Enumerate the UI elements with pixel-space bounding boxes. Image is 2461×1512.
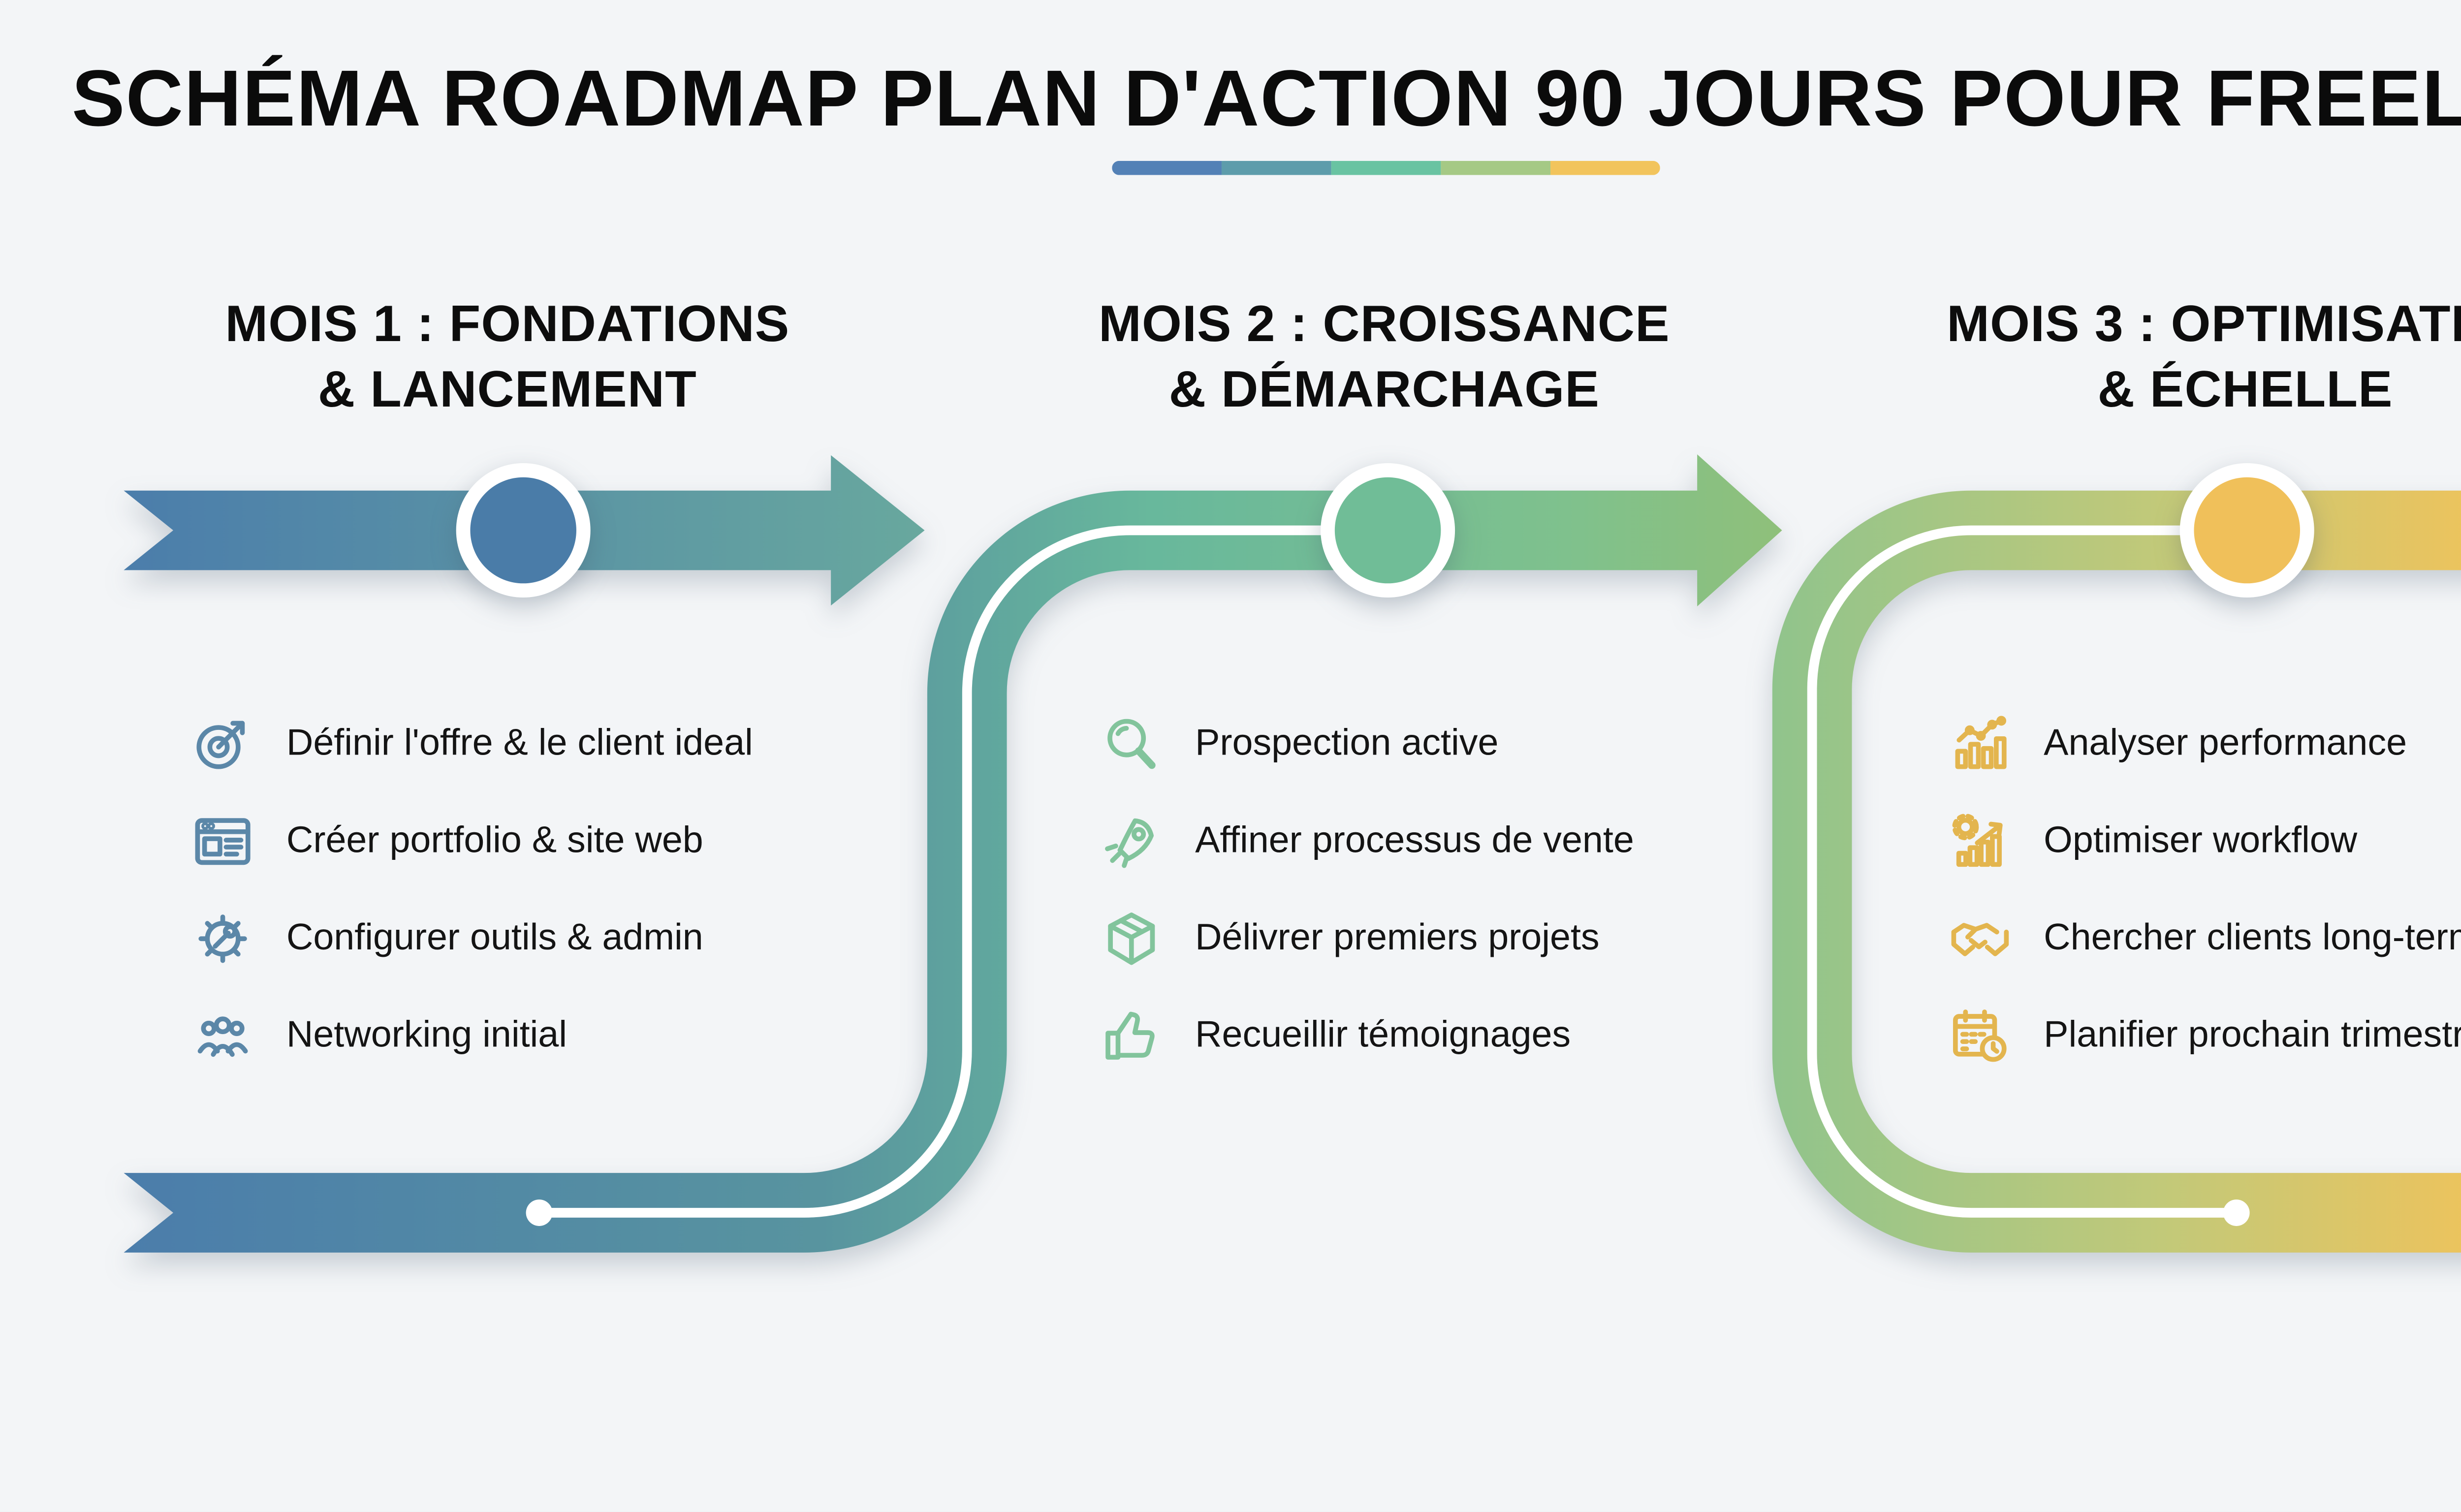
month1-node-circle (456, 463, 591, 598)
month1-task-list: Définir l'offre & le client ideal Créer … (188, 705, 1036, 1094)
task-label: Networking initial (286, 1014, 568, 1056)
title-divider (1112, 160, 1660, 175)
task-label: Délivrer premiers projets (1195, 917, 1600, 958)
task-label: Configurer outils & admin (286, 917, 703, 958)
list-item: Networking initial (188, 997, 1036, 1075)
task-label: Définir l'offre & le client ideal (286, 723, 753, 764)
month2-heading-line1: MOIS 2 : CROISSANCE (1099, 297, 1670, 354)
magnifier-icon (1096, 709, 1167, 780)
list-item: Chercher clients long-terme (1945, 900, 2461, 977)
divider-segment-teal (1221, 160, 1331, 175)
divider-segment-yellow (1550, 160, 1660, 175)
bar-chart-trend-icon (1945, 709, 2016, 780)
people-network-icon (188, 1001, 258, 1071)
list-item: Créer portfolio & site web (188, 803, 1036, 881)
month2-route-line (539, 525, 1388, 1218)
list-item: Délivrer premiers projets (1096, 900, 1945, 977)
month1-heading-line2: & LANCEMENT (317, 362, 697, 419)
month3-heading: MOIS 3 : OPTIMISATION & ÉCHELLE (1786, 293, 2461, 424)
month1-heading: MOIS 1 : FONDATIONS & LANCEMENT (48, 293, 967, 424)
task-label: Affiner processus de vente (1195, 820, 1634, 861)
month3-node-circle (2179, 463, 2314, 598)
page-title: SCHÉMA ROADMAP PLAN D'ACTION 90 JOURS PO… (71, 53, 2461, 143)
month3-route-end-dot (2223, 1199, 2250, 1226)
list-item: Analyser performance (1945, 705, 2461, 783)
list-item: Affiner processus de vente (1096, 803, 1945, 881)
month3-arrow-ribbon (1772, 490, 2461, 1253)
calendar-clock-icon (1945, 1001, 2016, 1071)
list-item: Définir l'offre & le client ideal (188, 705, 1036, 783)
list-item: Planifier prochain trimestre (1945, 997, 2461, 1075)
gear-wrench-icon (188, 903, 258, 974)
month2-task-list: Prospection active Affiner processus de … (1096, 705, 1945, 1094)
month2-heading-line2: & DÉMARCHAGE (1168, 362, 1600, 419)
handshake-icon (1945, 903, 2016, 974)
list-item: Prospection active (1096, 705, 1945, 783)
task-label: Analyser performance (2044, 723, 2407, 764)
month2-route-start-dot (526, 1199, 553, 1226)
browser-portfolio-icon (188, 806, 258, 877)
month2-node-circle (1321, 463, 1455, 598)
month3-task-list: Analyser performance Optimiser workflow … (1945, 705, 2461, 1094)
target-icon (188, 709, 258, 780)
task-label: Recueillir témoignages (1195, 1014, 1571, 1056)
task-label: Prospection active (1195, 723, 1499, 764)
list-item: Recueillir témoignages (1096, 997, 1945, 1075)
thumbs-up-icon (1096, 1001, 1167, 1071)
divider-segment-blue (1112, 160, 1222, 175)
month2-arrow-ribbon (124, 454, 1782, 1253)
rocket-icon (1096, 806, 1167, 877)
workflow-optimize-icon (1945, 806, 2016, 877)
task-label: Optimiser workflow (2044, 820, 2358, 861)
task-label: Créer portfolio & site web (286, 820, 703, 861)
package-icon (1096, 903, 1167, 974)
month3-heading-line2: & ÉCHELLE (2097, 362, 2393, 419)
list-item: Configurer outils & admin (188, 900, 1036, 977)
divider-segment-lime (1441, 160, 1551, 175)
month3-heading-line1: MOIS 3 : OPTIMISATION (1947, 297, 2461, 354)
month3-route-line (1807, 525, 2247, 1218)
list-item: Optimiser workflow (1945, 803, 2461, 881)
task-label: Planifier prochain trimestre (2044, 1014, 2461, 1056)
month1-heading-line1: MOIS 1 : FONDATIONS (225, 297, 790, 354)
month2-heading: MOIS 2 : CROISSANCE & DÉMARCHAGE (925, 293, 1844, 424)
task-label: Chercher clients long-terme (2044, 917, 2461, 958)
divider-segment-green (1331, 160, 1441, 175)
